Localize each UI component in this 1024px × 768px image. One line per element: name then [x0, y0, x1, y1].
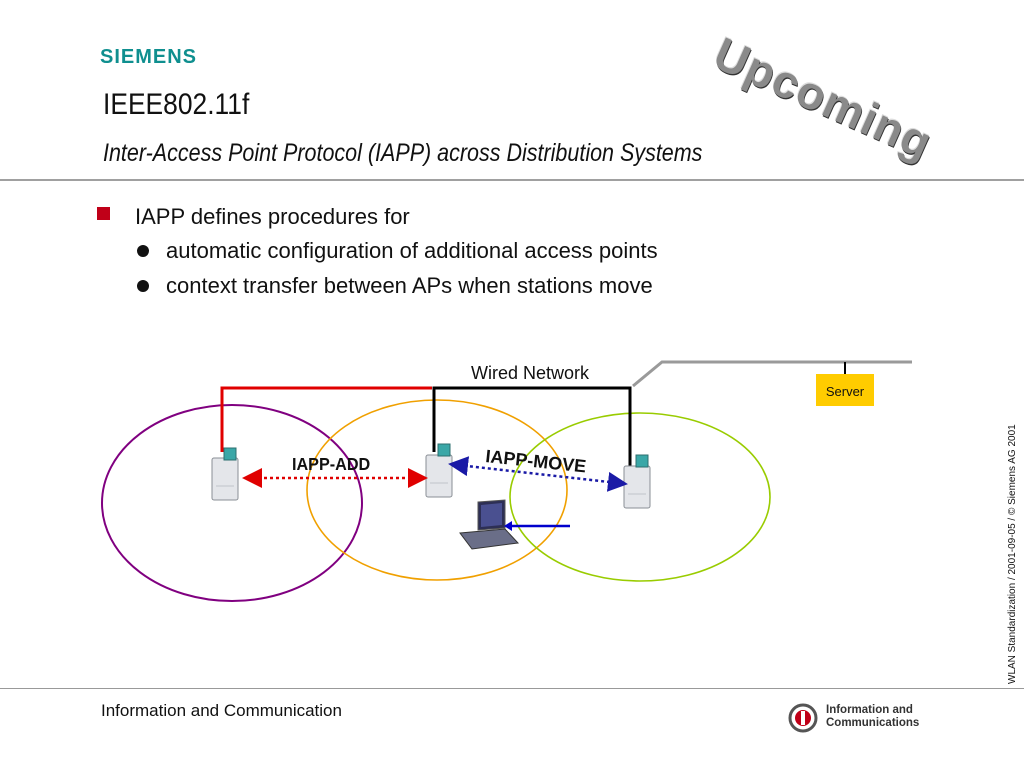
round-bullet-icon: [137, 245, 149, 257]
server-label: Server: [826, 384, 865, 399]
server-box: [816, 374, 874, 406]
iapp-move-label: IAPP-MOVE: [485, 446, 588, 476]
ic-logo-text: Information and Communications: [826, 704, 919, 730]
backbone-link: [632, 360, 912, 388]
round-bullet-icon: [137, 280, 149, 292]
iapp-network-diagram: Server Wired Network IAPP-ADD IAPP-MOVE: [101, 360, 912, 602]
square-bullet-icon: [97, 207, 110, 220]
iapp-add-label: IAPP-ADD: [292, 454, 370, 474]
footer-divider: [0, 688, 1024, 689]
access-point-icon: [211, 447, 239, 501]
ic-logo-line2: Communications: [826, 717, 920, 729]
ic-logo-line1: Information and: [826, 704, 913, 716]
wired-link-red: [220, 386, 432, 452]
wired-link-black: [432, 386, 632, 466]
header-divider: [0, 179, 1024, 181]
iapp-move-arrow: [448, 456, 628, 492]
access-point-icon: [425, 443, 453, 498]
page-title: IEEE802.11f: [103, 88, 250, 121]
upcoming-stamp: Upcoming: [706, 26, 941, 170]
laptop-icon: [459, 499, 520, 550]
footer-text: Information and Communication: [101, 701, 342, 720]
cell-3-coverage: [509, 412, 771, 582]
station-move-arrowhead: [504, 521, 512, 531]
page-subtitle: Inter-Access Point Protocol (IAPP) acros…: [103, 139, 703, 167]
siemens-logo: SIEMENS: [100, 46, 198, 68]
access-point-icon: [623, 454, 651, 509]
sub-bullet-text: context transfer between APs when statio…: [166, 273, 653, 298]
wired-network-label: Wired Network: [471, 363, 590, 383]
ic-logo-icon: [788, 703, 818, 733]
bullet-text: IAPP defines procedures for: [135, 204, 410, 229]
sidebar-vertical-text: WLAN Standardization / 2001-09-05 / © Si…: [1007, 424, 1018, 684]
sub-bullet-text: automatic configuration of additional ac…: [166, 238, 658, 263]
cell-1-coverage: [101, 404, 363, 602]
